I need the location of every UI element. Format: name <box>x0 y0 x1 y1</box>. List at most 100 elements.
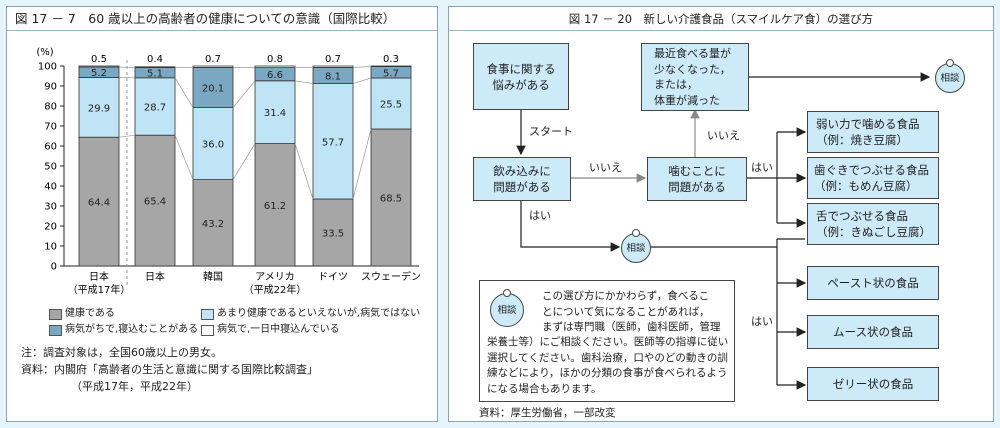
data-label: 28.7 <box>144 103 166 114</box>
person-head-icon <box>946 59 954 67</box>
y-tick-label: 50 <box>44 162 57 173</box>
data-label-top: 0.7 <box>205 54 221 65</box>
segment-connector <box>118 66 136 68</box>
segment-connector <box>232 143 256 180</box>
advice-text-rest: 栄養士等）にご相談ください。医師等の指導に従い選択してください。歯科治療，口やの… <box>487 336 729 395</box>
data-label-top: 0.7 <box>325 54 341 65</box>
data-label: 33.5 <box>322 229 344 240</box>
x-tick-sublabel: （平成17年） <box>68 283 131 296</box>
chart-title: 図 17 － 7 60 歳以上の高齢者の健康についての意識（国際比較） <box>7 7 437 31</box>
segment-connector <box>174 135 194 180</box>
box-food-tongue: 舌でつぶせる食品 （例：きぬごし豆腐） <box>807 203 939 245</box>
consult-bubble-middle: 相談 <box>621 229 651 263</box>
data-label: 31.4 <box>264 108 286 119</box>
y-tick-label: 0 <box>51 262 57 273</box>
box-food-mousse: ムース状の食品 <box>807 315 939 349</box>
x-tick-label: 日本 <box>145 270 165 283</box>
label-yes-consult: はい <box>751 315 773 328</box>
data-label: 61.2 <box>264 201 286 212</box>
consult-bubble-top: 相談 <box>935 59 965 93</box>
segment-connector <box>118 134 136 138</box>
y-tick-label: 90 <box>44 82 57 93</box>
segment-connector <box>232 80 256 108</box>
segment-connector <box>294 143 314 200</box>
label-no-swallow: いいえ <box>589 161 622 174</box>
label-yes-swallow: はい <box>529 209 551 222</box>
x-tick-label: 日本 <box>89 270 109 283</box>
box-food-paste: ペースト状の食品 <box>807 266 939 300</box>
box-food-gums: 歯ぐきでつぶせる食品 （例：もめん豆腐） <box>807 157 939 199</box>
y-tick-label: 40 <box>44 182 57 193</box>
data-label: 65.4 <box>144 197 166 208</box>
x-tick-label: ドイツ <box>318 272 348 283</box>
data-label-top: 0.5 <box>91 54 107 65</box>
bar-segment <box>254 80 296 144</box>
legend-swatch <box>201 308 214 320</box>
data-label: 20.1 <box>202 84 224 95</box>
box-food-jelly: ゼリー状の食品 <box>807 367 939 401</box>
segment-connector <box>352 66 372 68</box>
data-label: 29.9 <box>88 103 110 114</box>
label-yes-chew: はい <box>751 161 773 174</box>
data-label-top: 0.8 <box>267 54 283 65</box>
bar-segment <box>192 107 234 180</box>
bar-segment <box>134 77 176 136</box>
data-label: 68.5 <box>380 194 402 205</box>
x-tick-label: 韓国 <box>203 271 223 283</box>
person-head-icon <box>632 229 640 237</box>
data-label: 36.0 <box>202 140 224 151</box>
legend-item-often-sick: 病気がちで,寝込むことがある <box>49 323 198 337</box>
chart-source-years: （平成17年，平成22年） <box>71 380 198 393</box>
bar-segment <box>192 65 234 68</box>
advice-box: 相談 この選び方にかかわらず，食べるこ とについて気になることがあれば， まずは… <box>479 280 735 402</box>
flowchart-panel: 図 17 － 20 新しい介護食品（スマイルケア食）の選び方 <box>448 6 994 422</box>
arrow-swallow-yes <box>520 201 621 252</box>
data-label: 6.6 <box>267 70 283 81</box>
flowchart-title: 図 17 － 20 新しい介護食品（スマイルケア食）の選び方 <box>449 7 993 31</box>
data-label-top: 0.4 <box>147 54 163 65</box>
data-label-top: 0.3 <box>383 54 399 65</box>
legend-label: 病気がちで,寝込むことがある <box>65 324 199 335</box>
y-axis-unit: (%) <box>36 47 53 58</box>
bar-segment <box>192 179 234 267</box>
x-tick-label: スウェーデン <box>361 270 421 283</box>
bar-segment <box>370 65 412 67</box>
x-group-label: （平成22年） <box>244 283 307 296</box>
legend-label: 病気で,一日中寝込んでいる <box>217 324 340 335</box>
consult-bubble-advice: 相談 <box>490 289 524 327</box>
legend-swatch <box>201 324 214 336</box>
data-label: 5.1 <box>147 69 163 80</box>
bar-segment <box>134 134 176 267</box>
bar-segment <box>312 83 354 200</box>
x-tick-label: アメリカ <box>255 271 295 283</box>
bar-segment <box>134 66 176 68</box>
chart-source: 資料：内閣府「高齢者の生活と意識に関する国際比較調査」 <box>21 363 318 376</box>
legend-item-bedridden: 病気で,一日中寝込んでいる <box>201 323 340 337</box>
bar-segment <box>312 198 354 267</box>
data-label: 5.7 <box>383 68 399 79</box>
bar-segment <box>254 65 296 68</box>
y-tick-label: 60 <box>44 142 57 153</box>
legend-label: 健康である <box>65 308 115 319</box>
data-label: 64.4 <box>88 198 110 209</box>
segment-connector <box>352 128 372 200</box>
chart-note: 注：調査対象は，全国60歳以上の男女。 <box>21 346 222 359</box>
flowchart-connectors <box>516 72 931 390</box>
data-label: 57.7 <box>322 137 344 148</box>
segment-connector <box>294 80 314 84</box>
box-swallowing-problem: 飲み込みに 問題がある <box>473 157 571 201</box>
y-tick-label: 30 <box>44 202 57 213</box>
y-tick-label: 100 <box>38 62 57 73</box>
person-head-icon <box>503 289 511 297</box>
data-label: 5.2 <box>91 68 107 79</box>
y-tick-label: 20 <box>44 222 57 233</box>
legend-item-not-so-healthy: あまり健康であるといえないが,病気ではない <box>201 307 420 321</box>
bar-segment <box>370 77 412 130</box>
box-eating-concern: 食事に関する 悩みがある <box>473 43 569 110</box>
chart-panel: 図 17 － 7 60 歳以上の高齢者の健康についての意識（国際比較） (%) … <box>6 6 438 422</box>
label-no-chew: いいえ <box>707 129 740 142</box>
advice-text: この選び方にかかわらず，食べるこ とについて気になることがあれば， まずは専門職… <box>542 289 730 336</box>
box-reduced-intake: 最近食べる量が 少なくなった， または， 体重が減った <box>641 43 749 111</box>
bar-segment <box>312 65 354 68</box>
